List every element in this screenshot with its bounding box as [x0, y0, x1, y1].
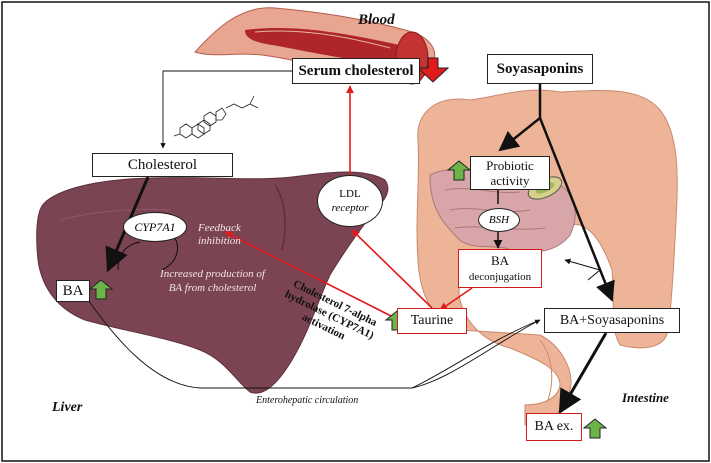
increased-production-line1: Increased production of: [160, 268, 265, 280]
serum-cholesterol-box: Serum cholesterol: [292, 58, 420, 84]
ba-deconjugation-line2: deconjugation: [468, 270, 532, 283]
ba-soyasaponins-box: BA+Soyasaponins: [544, 308, 680, 333]
ba-soyasaponins-feedback-arrow: [564, 258, 602, 281]
increased-production-line2: BA from cholesterol: [168, 282, 257, 294]
feedback-inhibition-line1: Feedback: [198, 222, 241, 234]
ba-deconjugation-line1: BA: [490, 252, 510, 268]
increased-production-label: Increased production of BA from choleste…: [140, 267, 285, 295]
ldl-receptor-line1: LDL: [339, 188, 361, 200]
enterohepatic-circulation-line: [87, 299, 541, 389]
soyasaponins-box: Soyasaponins: [487, 54, 593, 84]
ba-liver-box: BA: [56, 280, 90, 302]
up-arrow-icon: [446, 160, 472, 181]
down-arrow-icon: [416, 57, 450, 83]
up-arrow-icon: [88, 279, 114, 300]
ldl-receptor-ellipse: LDL receptor: [317, 175, 383, 227]
ba-soyasaponins-to-ba-ex-arrow: [558, 332, 608, 415]
probiotic-activity-box: Probiotic activity: [470, 156, 550, 190]
feedback-inhibition-label: Feedback inhibition: [198, 222, 241, 248]
cholesterol-structure-icon: [173, 95, 259, 139]
increased-production-curve: [117, 241, 141, 271]
up-arrow-icon: [582, 418, 608, 439]
bsh-ellipse: BSH: [478, 208, 520, 232]
cyp7a1-ellipse: CYP7A1: [123, 212, 187, 242]
feedback-inhibition-line2: inhibition: [198, 235, 241, 247]
taurine-to-liver-arrow: [224, 231, 396, 319]
probiotic-line1: Probiotic: [486, 158, 534, 173]
blood-label: Blood: [358, 12, 395, 28]
cholesterol-box: Cholesterol: [92, 153, 233, 177]
enterohepatic-branch-line: [411, 319, 541, 389]
liver-label: Liver: [52, 400, 83, 415]
ba-excretion-box: BA ex.: [526, 413, 582, 441]
ba-deconjugation-box: BA deconjugation: [458, 249, 542, 288]
taurine-box: Taurine: [397, 308, 467, 334]
deconjugation-to-taurine-arrow: [439, 287, 473, 311]
serum-to-cholesterol-arrow: [160, 70, 292, 149]
intestine-illustration: [416, 89, 678, 426]
enterohepatic-circulation-label: Enterohepatic circulation: [256, 395, 359, 406]
probiotic-line2: activity: [490, 173, 530, 188]
taurine-to-ldl-arrow: [351, 229, 433, 309]
intestine-label: Intestine: [622, 390, 669, 405]
ldl-receptor-line2: receptor: [331, 202, 369, 214]
